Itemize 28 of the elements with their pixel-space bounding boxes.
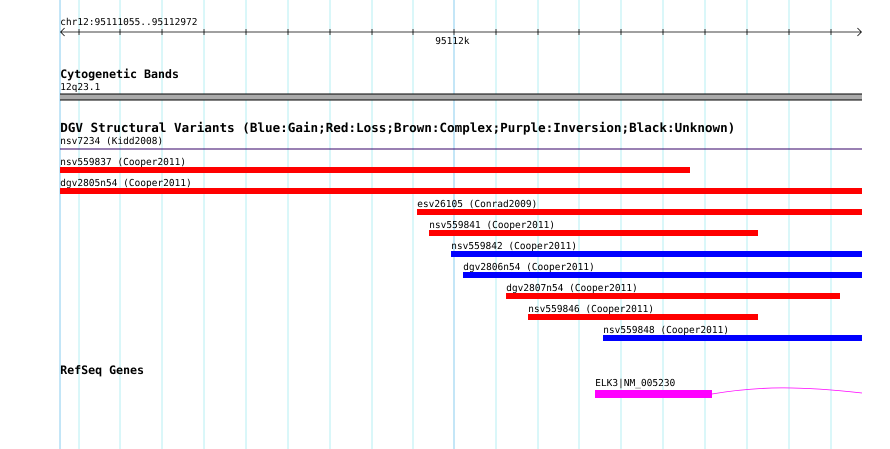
node-label: ELK3|NM_005230 (596, 378, 675, 388)
node-label: nsv559841 (Cooper2011) (430, 220, 554, 230)
variant-bar: esv26105 (Conrad2009) (417, 200, 862, 215)
node-label: nsv559848 (Cooper2011) (604, 326, 728, 335)
node-label: nsv559846 (Cooper2011) (529, 304, 652, 314)
gene-model: ELK3|NM_005230 (595, 378, 862, 398)
node-label: dgv2805n54 (Cooper2011) (60, 178, 190, 188)
coordinate-label: chr12:95111055..95112972 (61, 18, 197, 26)
variant-bar: nsv559841 (Cooper2011) (429, 220, 758, 236)
node-label: 12q23.1 (61, 82, 100, 92)
node-label: dgv2806n54 (Cooper2011) (464, 262, 593, 272)
cytoband-bar: 12q23.1 (60, 82, 862, 100)
node-label: nsv559837 (Cooper2011) (61, 158, 184, 167)
tick-label: 95112k (436, 36, 470, 44)
variant-bar: dgv2805n54 (Cooper2011) (60, 178, 862, 194)
node-label: dgv2807n54 (Cooper2011) (506, 284, 636, 294)
node-label: esv26105 (Conrad2009) (418, 200, 536, 208)
variant-bar: dgv2806n54 (Cooper2011) (463, 262, 862, 278)
variant-bar: nsv559842 (Cooper2011) (451, 242, 862, 257)
track-title: DGV Structural Variants (Blue:Gain;Red:Loss;Brown:Complex;Purple:Inversion;Black:Unknown) (61, 122, 733, 135)
variant-bar: nsv559846 (Cooper2011) (528, 304, 758, 320)
node-label: nsv559842 (Cooper2011) (452, 242, 576, 251)
inversion-line: nsv7234 (Kidd2008) (60, 136, 862, 150)
variant-bar: nsv559848 (Cooper2011) (603, 326, 862, 341)
variant-bar: nsv559837 (Cooper2011) (60, 158, 690, 173)
track-title: Cytogenetic Bands (61, 68, 178, 80)
track-title: RefSeq Genes (60, 365, 144, 376)
variant-bar: dgv2807n54 (Cooper2011) (506, 284, 840, 299)
